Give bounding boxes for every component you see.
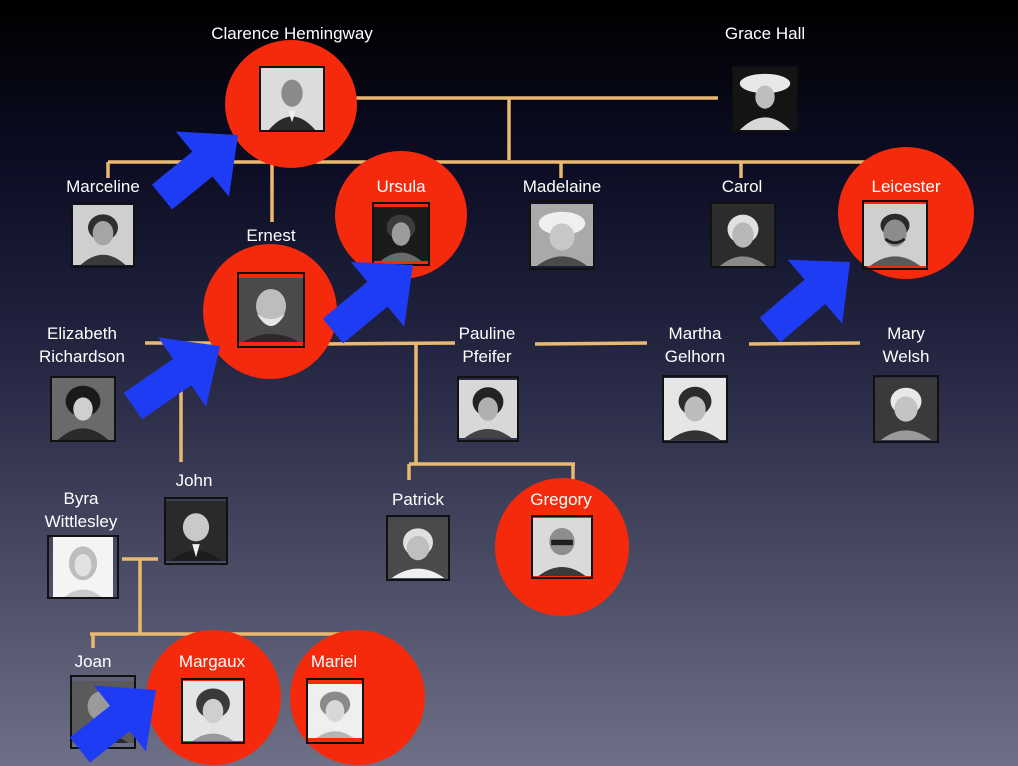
- label-pauline: Pauline Pfeifer: [459, 322, 516, 368]
- portrait-leicester: [862, 200, 928, 270]
- portrait-pauline: [457, 376, 519, 442]
- label-pauline-line1: Pauline: [458, 324, 516, 343]
- label-pauline-line2: Pfeifer: [462, 347, 512, 366]
- label-leicester: Leicester: [871, 177, 941, 196]
- portrait-carol: [710, 202, 776, 268]
- label-byra-line1: Byra: [63, 489, 99, 508]
- label-carol: Carol: [721, 177, 763, 196]
- label-patrick: Patrick: [392, 490, 444, 509]
- label-byra-line2: Wittlesley: [44, 512, 118, 531]
- label-mary-line1: Mary: [887, 324, 925, 343]
- label-martha-line2: Gelhorn: [664, 347, 726, 366]
- portrait-grace: [732, 66, 798, 132]
- arrow-to-leicester-icon: [759, 259, 850, 343]
- portrait-madelaine: [529, 200, 595, 270]
- portrait-mariel: [306, 678, 364, 744]
- label-marceline: Marceline: [66, 177, 140, 196]
- portrait-mary: [873, 375, 939, 443]
- label-elizabeth: Elizabeth Richardson: [39, 322, 125, 368]
- arrow-to-clarence-icon: [151, 131, 238, 210]
- portrait-gregory: [531, 515, 593, 579]
- label-mariel: Mariel: [310, 652, 358, 671]
- portrait-ernest: [237, 272, 305, 348]
- label-martha: Martha Gelhorn: [665, 322, 725, 368]
- label-clarence: Clarence Hemingway: [211, 24, 373, 43]
- label-grace: Grace Hall: [724, 24, 806, 43]
- label-ernest: Ernest: [246, 226, 296, 245]
- arrow-to-margaux-icon: [70, 685, 156, 763]
- label-madelaine: Madelaine: [522, 177, 602, 196]
- label-mary-line2: Welsh: [882, 347, 930, 366]
- arrow-to-ursula-icon: [322, 261, 413, 344]
- label-margaux: Margaux: [178, 652, 246, 671]
- label-byra: Byra Wittlesley: [45, 487, 118, 533]
- portrait-marceline: [71, 202, 135, 268]
- connector: [748, 341, 861, 346]
- portrait-margaux: [181, 678, 245, 744]
- label-elizabeth-line1: Elizabeth: [47, 324, 117, 343]
- label-ursula: Ursula: [376, 177, 426, 196]
- label-john: John: [175, 471, 213, 490]
- label-gregory: Gregory: [530, 490, 592, 509]
- portrait-patrick: [386, 515, 450, 581]
- portrait-clarence: [259, 66, 325, 132]
- portrait-elizabeth: [50, 376, 116, 442]
- label-elizabeth-line2: Richardson: [39, 347, 125, 366]
- portrait-byra: [47, 535, 119, 599]
- label-mary: Mary Welsh: [883, 322, 930, 368]
- portrait-john: [164, 497, 228, 565]
- arrow-to-ernest-icon: [123, 337, 220, 420]
- label-martha-line1: Martha: [668, 324, 722, 343]
- label-joan: Joan: [74, 652, 112, 671]
- connector: [317, 341, 456, 346]
- portrait-martha: [662, 375, 728, 443]
- connector: [534, 341, 648, 346]
